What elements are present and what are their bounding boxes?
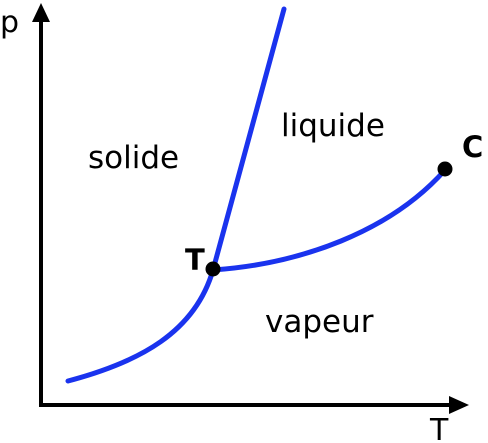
x-axis-label: T [429, 413, 449, 443]
critical-point-marker [437, 161, 453, 177]
sublimation-curve [65, 267, 216, 384]
vapor-region-label: vapeur [265, 304, 374, 340]
vaporization-curve [210, 167, 448, 273]
liquid-region-label: liquide [281, 108, 385, 144]
fusion-curve [210, 6, 287, 273]
triple-point-marker [205, 261, 221, 277]
x-axis-arrow [449, 396, 469, 414]
y-axis-arrow [32, 3, 50, 22]
triple-point-label: T [185, 243, 205, 277]
solid-region-label: solide [88, 140, 179, 176]
y-axis-label: p [0, 5, 19, 40]
critical-point-label: C [462, 130, 483, 164]
